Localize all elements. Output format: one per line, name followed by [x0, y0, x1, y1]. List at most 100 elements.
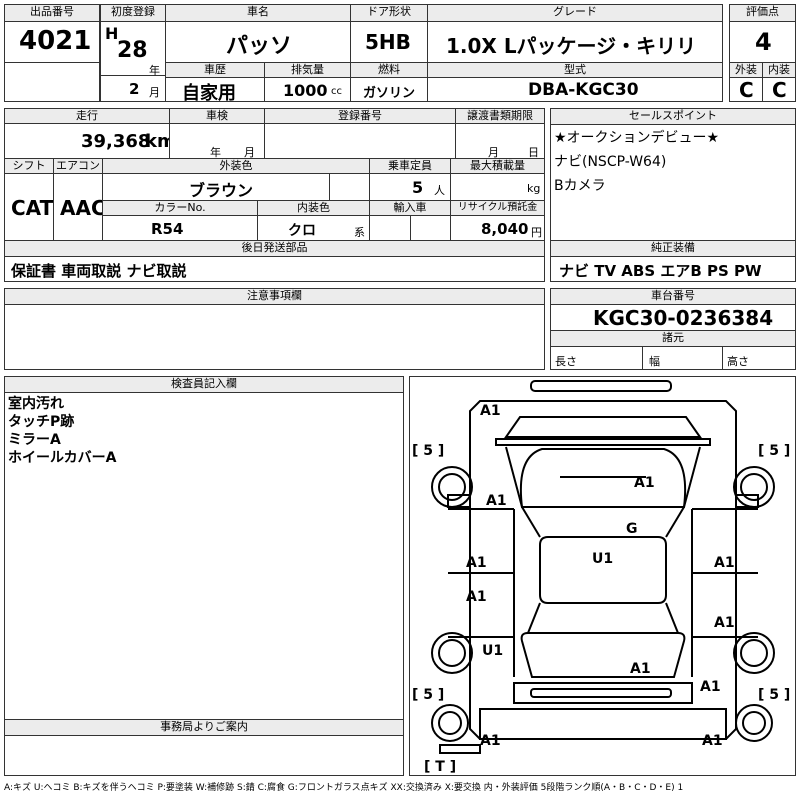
damage-mark-3: A1	[634, 475, 655, 491]
chassis-header: 車台番号	[550, 288, 796, 305]
lot-number: 4021	[19, 26, 92, 56]
fuel-header: 燃料	[350, 62, 428, 78]
ac-cell: AAC	[53, 173, 106, 241]
int-color: クロ	[288, 223, 316, 239]
shift: CAT	[11, 196, 54, 220]
month-unit: 月	[149, 86, 160, 99]
inspection-cell: 年 月	[169, 123, 265, 159]
inspector-line-3: ミラーA	[8, 432, 61, 448]
grade-header: グレード	[427, 4, 723, 22]
shift-header: シフト	[4, 158, 54, 174]
damage-mark-9: A1	[714, 615, 735, 631]
damage-mark-8: A1	[466, 589, 487, 605]
door-header: ドア形状	[350, 4, 428, 22]
displacement-cell: 1000 cc	[264, 77, 351, 102]
damage-mark-5: U1	[592, 551, 613, 567]
color-no-cell: R54	[102, 215, 258, 241]
tire-mark-front-right: [ 5 ]	[758, 443, 790, 459]
grade-cell: 1.0X Lパッケージ・キリリ	[427, 21, 723, 63]
inspector-line-2: タッチP跡	[8, 414, 75, 430]
exterior-grade: C	[739, 78, 754, 102]
recycle-amount: 8,040	[481, 220, 529, 238]
notes-cell	[4, 304, 545, 370]
score: 4	[755, 28, 772, 56]
exterior-header: 外装	[729, 62, 763, 78]
notes-header: 注意事項欄	[4, 288, 545, 305]
door-cell: 5HB	[350, 21, 428, 63]
damage-mark-7: A1	[714, 555, 735, 571]
mileage-header: 走行	[4, 108, 170, 124]
post-parts-cell: 保証書 車両取説 ナビ取説	[4, 256, 545, 282]
model: DBA-KGC30	[528, 80, 639, 100]
interior-cell: C	[762, 77, 796, 102]
transfer-month-unit: 月	[488, 146, 499, 159]
max-load-cell: kg	[450, 173, 545, 201]
int-color-header: 内装色	[257, 200, 370, 216]
width-cell: 幅	[642, 346, 723, 370]
width-label: 幅	[649, 355, 660, 368]
tire-mark-rear-left: [ 5 ]	[412, 687, 444, 703]
fuel: ガソリン	[363, 86, 416, 101]
interior-header: 内装	[762, 62, 796, 78]
tire-mark-rear-right: [ 5 ]	[758, 687, 790, 703]
reg-year: 28	[117, 38, 148, 63]
inspector-header: 検査員記入欄	[4, 376, 404, 393]
transfer-day-unit: 日	[528, 146, 539, 159]
first-reg-header: 初度登録	[100, 4, 166, 22]
reg-no-cell	[264, 123, 456, 159]
car-name-header: 車名	[165, 4, 351, 22]
damage-mark-11: A1	[630, 661, 651, 677]
chassis-number: KGC30-0236384	[593, 306, 774, 330]
color-header: 外装色	[102, 158, 370, 174]
inspection-year-unit: 年	[210, 146, 221, 159]
model-cell: DBA-KGC30	[427, 77, 723, 102]
score-header: 評価点	[729, 4, 796, 22]
displacement: 1000	[283, 81, 328, 100]
capacity-header: 乗車定員	[369, 158, 451, 174]
damage-mark-10: U1	[482, 643, 503, 659]
office-header: 事務局よりご案内	[4, 719, 404, 736]
damage-mark-2: A1	[486, 493, 507, 509]
color-no: R54	[151, 220, 184, 238]
tire-mark-front-left: [ 5 ]	[412, 443, 444, 459]
sales-point-cell: ★オークションデビュー★ ナビ(NSCP-W64) Bカメラ	[550, 124, 796, 241]
reg-no-header: 登録番号	[264, 108, 456, 124]
post-parts: 保証書 車両取説 ナビ取説	[11, 262, 187, 280]
max-load-unit: kg	[527, 182, 541, 195]
height-label: 高さ	[727, 355, 749, 368]
office-cell	[4, 735, 404, 776]
ac-header: エアコン	[53, 158, 103, 174]
car-name: パッソ	[226, 34, 293, 59]
model-header: 型式	[427, 62, 723, 78]
capacity: 5	[412, 178, 424, 197]
color-cell: ブラウン	[102, 173, 370, 201]
mileage-cell: 39,368 km	[4, 123, 176, 159]
equipment-header: 純正装備	[550, 240, 796, 257]
first-reg-cell: H 28 年 2 月	[100, 21, 166, 102]
int-color-unit: 系	[354, 226, 365, 239]
lot-number-cell: 4021	[4, 21, 100, 102]
damage-mark-12: A1	[700, 679, 721, 695]
car-name-cell: パッソ	[165, 21, 351, 63]
transfer-cell: 月 日	[455, 123, 545, 159]
history-cell: 自家用	[165, 77, 265, 104]
chassis-cell: KGC30-0236384	[550, 304, 796, 331]
recycle-header: リサイクル預託金	[450, 200, 545, 216]
length-label: 長さ	[555, 355, 577, 368]
int-color-cell: クロ 系	[257, 215, 370, 241]
damage-diagram: [ 5 ] [ 5 ] [ 5 ] [ 5 ] [ T ] A1 A1 A1 G…	[409, 376, 796, 776]
sales-point-line-3: Bカメラ	[554, 178, 606, 194]
shift-cell: CAT	[4, 173, 54, 241]
damage-mark-6: A1	[466, 555, 487, 571]
reg-month: 2	[129, 80, 140, 98]
interior-grade: C	[772, 78, 787, 102]
displacement-unit: cc	[331, 86, 342, 97]
reg-era: H	[105, 24, 119, 43]
equipment: ナビ TV ABS エアB PS PW	[559, 262, 762, 280]
post-parts-header: 後日発送部品	[4, 240, 545, 257]
capacity-cell: 5 人	[369, 173, 451, 201]
import-cell	[369, 215, 451, 241]
max-load-header: 最大積載量	[450, 158, 545, 174]
length-cell: 長さ	[550, 346, 643, 370]
history: 自家用	[182, 83, 236, 104]
